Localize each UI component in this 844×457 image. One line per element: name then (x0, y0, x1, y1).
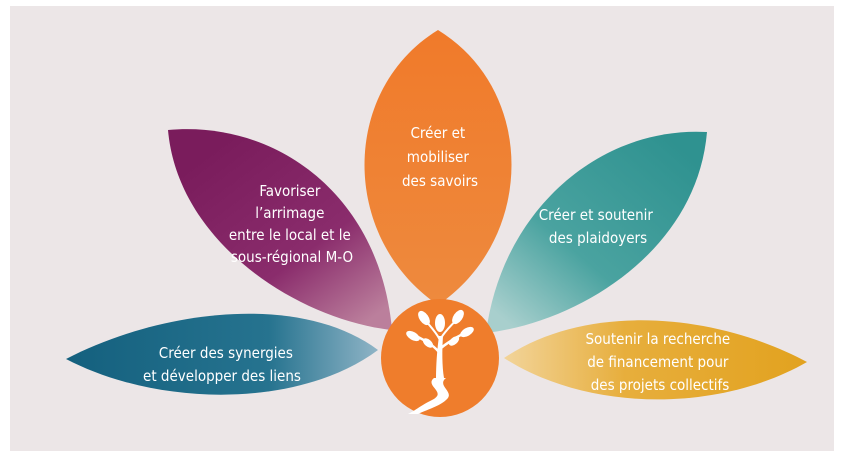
petal-savoirs-text: Créer et mobiliser des savoirs (402, 124, 478, 190)
petal-savoirs-line: mobiliser (407, 148, 470, 166)
petal-plaidoyers (486, 131, 707, 333)
tree-with-path-icon (406, 309, 474, 414)
petal-synergies-text: Créer des synergies et développer des li… (143, 344, 301, 385)
petal-financement-text: Soutenir la recherche de financement pou… (585, 330, 734, 394)
petal-financement-line: Soutenir la recherche (585, 330, 730, 348)
petal-arrimage (168, 129, 392, 330)
center-emblem (381, 299, 499, 417)
petal-arrimage-line: l’arrimage (255, 204, 324, 222)
petal-savoirs-line: des savoirs (402, 172, 478, 190)
petal-savoirs (364, 30, 512, 305)
petal-synergies (66, 313, 378, 395)
petal-plaidoyers-text: Créer et soutenir des plaidoyers (539, 206, 658, 247)
petal-plaidoyers-line: Créer et soutenir (539, 206, 654, 224)
petal-arrimage-line: Favoriser (259, 182, 321, 200)
petal-arrimage-line: sous-régional M-O (231, 248, 353, 266)
petal-savoirs-line: Créer et (411, 124, 466, 142)
petal-synergies-line: Créer des synergies (159, 344, 293, 362)
petal-financement-line: de financement pour (587, 353, 729, 371)
petal-plaidoyers-line: des plaidoyers (549, 229, 647, 247)
petal-financement-line: des projets collectifs (591, 376, 730, 394)
petal-arrimage-line: entre le local et le (229, 226, 351, 244)
petal-financement (504, 320, 807, 400)
petal-arrimage-text: Favoriser l’arrimage entre le local et l… (229, 182, 355, 266)
petal-synergies-line: et développer des liens (143, 367, 301, 385)
